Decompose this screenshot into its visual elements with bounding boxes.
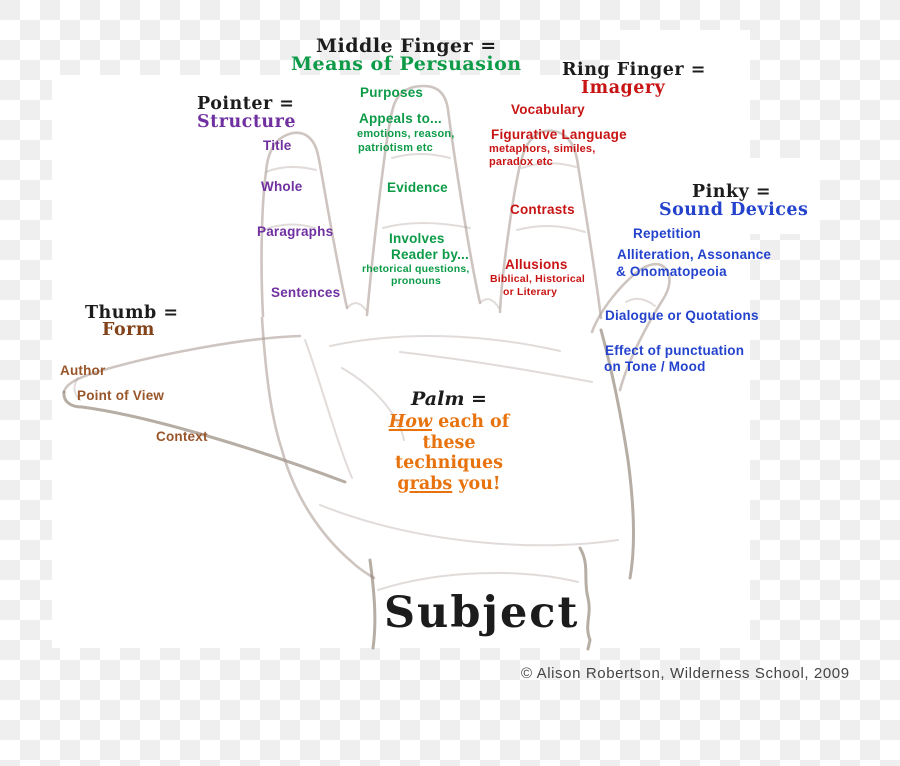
ring-label-allusions: Allusions (505, 257, 568, 272)
pinky-label-tone-mood: on Tone / Mood (604, 359, 706, 374)
thumb-label-author: Author (60, 363, 106, 378)
ring-label-literary: or Literary (503, 286, 558, 298)
pointer-finger-sketch (260, 131, 349, 318)
ring-meaning: Imagery (581, 78, 666, 98)
pinky-label-onomatopoeia: & Onomatopeoia (616, 264, 727, 279)
pointer-label-whole: Whole (261, 179, 303, 194)
palm-line-4: grabs you! (378, 474, 520, 495)
credit-line: © Alison Robertson, Wilderness School, 2… (521, 665, 850, 682)
middle-label-involves: Involves (389, 231, 445, 246)
ring-label-figurative: Figurative Language (491, 127, 627, 142)
ring-label-biblical: Biblical, Historical (490, 273, 586, 285)
subject-title: Subject (384, 588, 580, 638)
pinky-label-repetition: Repetition (633, 226, 701, 241)
pointer-label-sentences: Sentences (271, 285, 341, 300)
ring-label-contrasts: Contrasts (510, 202, 575, 217)
pinky-finger-sketch (590, 262, 671, 392)
palm-line-1-rest: each of (432, 412, 510, 432)
palm-line-1: How each of (378, 412, 520, 433)
middle-label-appeals: Appeals to... (359, 111, 442, 126)
middle-meaning: Means of Persuasion (291, 53, 522, 75)
middle-label-evidence: Evidence (387, 180, 448, 195)
palm-header: Palm = (411, 388, 487, 410)
palm-text-block: Palm = How each of these techniques grab… (378, 388, 520, 494)
pointer-meaning: Structure (197, 112, 296, 132)
thumb-sketch (62, 334, 353, 484)
middle-header: Middle Finger = (316, 35, 497, 57)
thumb-header: Thumb = (85, 303, 179, 323)
pointer-header: Pointer = (197, 94, 295, 114)
thumb-label-pov: Point of View (77, 388, 165, 403)
palm-line-4-rest: you! (452, 473, 501, 494)
palm-how-underlined: How (388, 412, 433, 432)
palm-grabs-underlined: grabs (397, 473, 453, 494)
ring-label-paradox: paradox etc (489, 156, 553, 168)
middle-finger-sketch (365, 84, 482, 317)
ring-header: Ring Finger = (562, 60, 706, 80)
thumb-meaning: Form (102, 320, 155, 340)
page-backdrop-top (620, 30, 750, 76)
ring-finger-sketch (498, 129, 603, 320)
ring-label-metaphors: metaphors, similes, (489, 143, 596, 155)
middle-label-emotions: emotions, reason, (357, 128, 455, 140)
thumb-label-context: Context (156, 429, 208, 444)
pointer-label-title: Title (263, 138, 292, 153)
pinky-label-punctuation: Effect of punctuation (605, 343, 745, 358)
palm-line-2: these (422, 432, 476, 453)
pinky-label-alliteration: Alliteration, Assonance (617, 247, 772, 262)
palm-line-3: techniques (395, 453, 503, 473)
wrist-sketch (368, 546, 592, 651)
middle-label-pronouns: pronouns (391, 275, 442, 287)
middle-label-reader: Reader by... (391, 247, 469, 262)
middle-label-patriotism: patriotism etc (358, 142, 433, 154)
pinky-label-dialogue: Dialogue or Quotations (605, 308, 759, 323)
pinky-header: Pinky = (692, 182, 772, 202)
middle-label-rhetorical: rhetorical questions, (362, 263, 470, 275)
pointer-label-paragraphs: Paragraphs (257, 224, 334, 239)
page-backdrop-pinky (748, 158, 820, 234)
ring-label-vocabulary: Vocabulary (511, 102, 585, 117)
middle-label-purposes: Purposes (360, 85, 424, 100)
pinky-meaning: Sound Devices (659, 200, 809, 220)
palm-sketch (260, 298, 636, 580)
